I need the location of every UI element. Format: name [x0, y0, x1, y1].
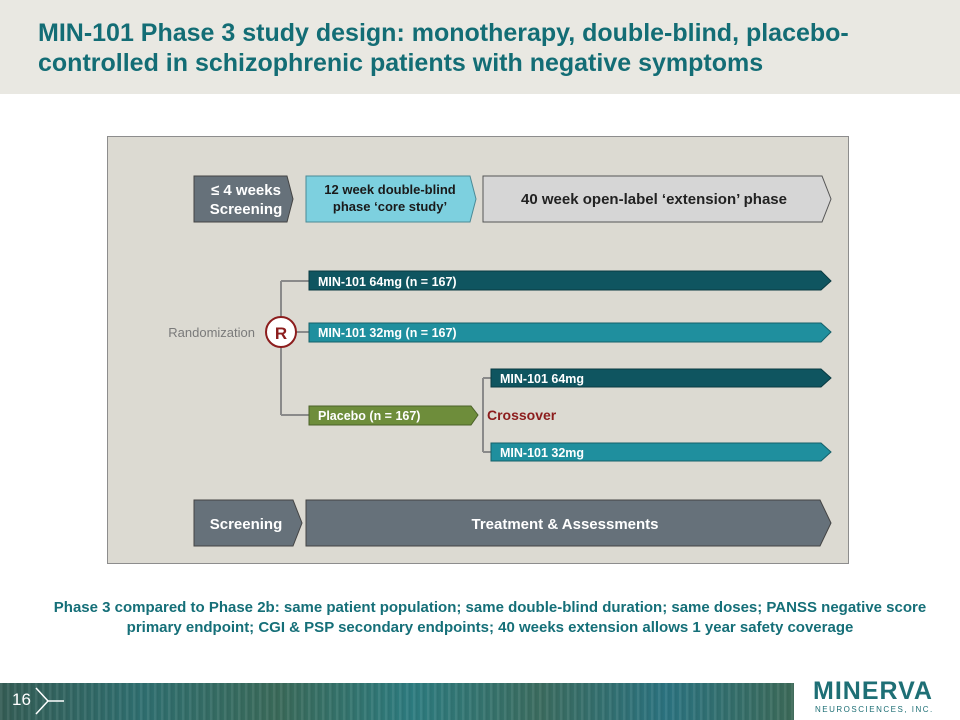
header-band: MIN-101 Phase 3 study design: monotherap… — [0, 0, 960, 94]
arm-low-dose-label: MIN-101 32mg (n = 167) — [318, 326, 457, 340]
crossover-low-dose-arrow — [490, 442, 832, 462]
screening-phase-line: Screening — [210, 201, 283, 218]
page-number: 16 — [12, 690, 31, 709]
crossover-low-dose-label: MIN-101 32mg — [500, 446, 584, 460]
arm-placebo-label: Placebo (n = 167) — [318, 409, 420, 423]
core-study-phase-arrow — [305, 175, 477, 223]
company-logo-name: MINERVA — [813, 677, 933, 705]
randomization-node-label: R — [275, 324, 287, 343]
timeline-screening-arrow — [193, 499, 303, 547]
extension-phase-label: 40 week open-label ‘extension’ phase — [521, 191, 787, 208]
randomization-label: Randomization — [168, 325, 255, 340]
arm-low-dose-arrow — [308, 322, 832, 343]
arm-high-dose-arrow — [308, 270, 832, 291]
screening-phase-arrow — [193, 175, 294, 223]
company-logo-subtitle: NEUROSCIENCES, INC. — [815, 705, 934, 714]
study-comparison-caption: Phase 3 compared to Phase 2b: same patie… — [53, 599, 927, 636]
page-chevron-icon — [35, 687, 64, 715]
crossover-high-dose-arrow — [490, 368, 832, 388]
crossover-label: Crossover — [487, 407, 557, 423]
page-title: MIN-101 Phase 3 study design: monotherap… — [38, 19, 849, 77]
core-study-phase-label-2: phase ‘core study’ — [333, 199, 447, 214]
randomization-node — [265, 316, 297, 348]
arm-placebo-arrow — [308, 405, 479, 426]
core-study-phase-label-1: 12 week double-blind — [324, 182, 456, 197]
crossover-high-dose-label: MIN-101 64mg — [500, 372, 584, 386]
timeline-screening-label: Screening — [210, 516, 283, 533]
footer-texture-band — [0, 683, 794, 720]
timeline-treatment-label: Treatment & Assessments — [471, 516, 658, 533]
screening-phase-line: ≤ 4 weeks — [211, 182, 281, 199]
arm-high-dose-label: MIN-101 64mg (n = 167) — [318, 275, 457, 289]
extension-phase-arrow — [482, 175, 832, 223]
timeline-treatment-arrow — [305, 499, 832, 547]
